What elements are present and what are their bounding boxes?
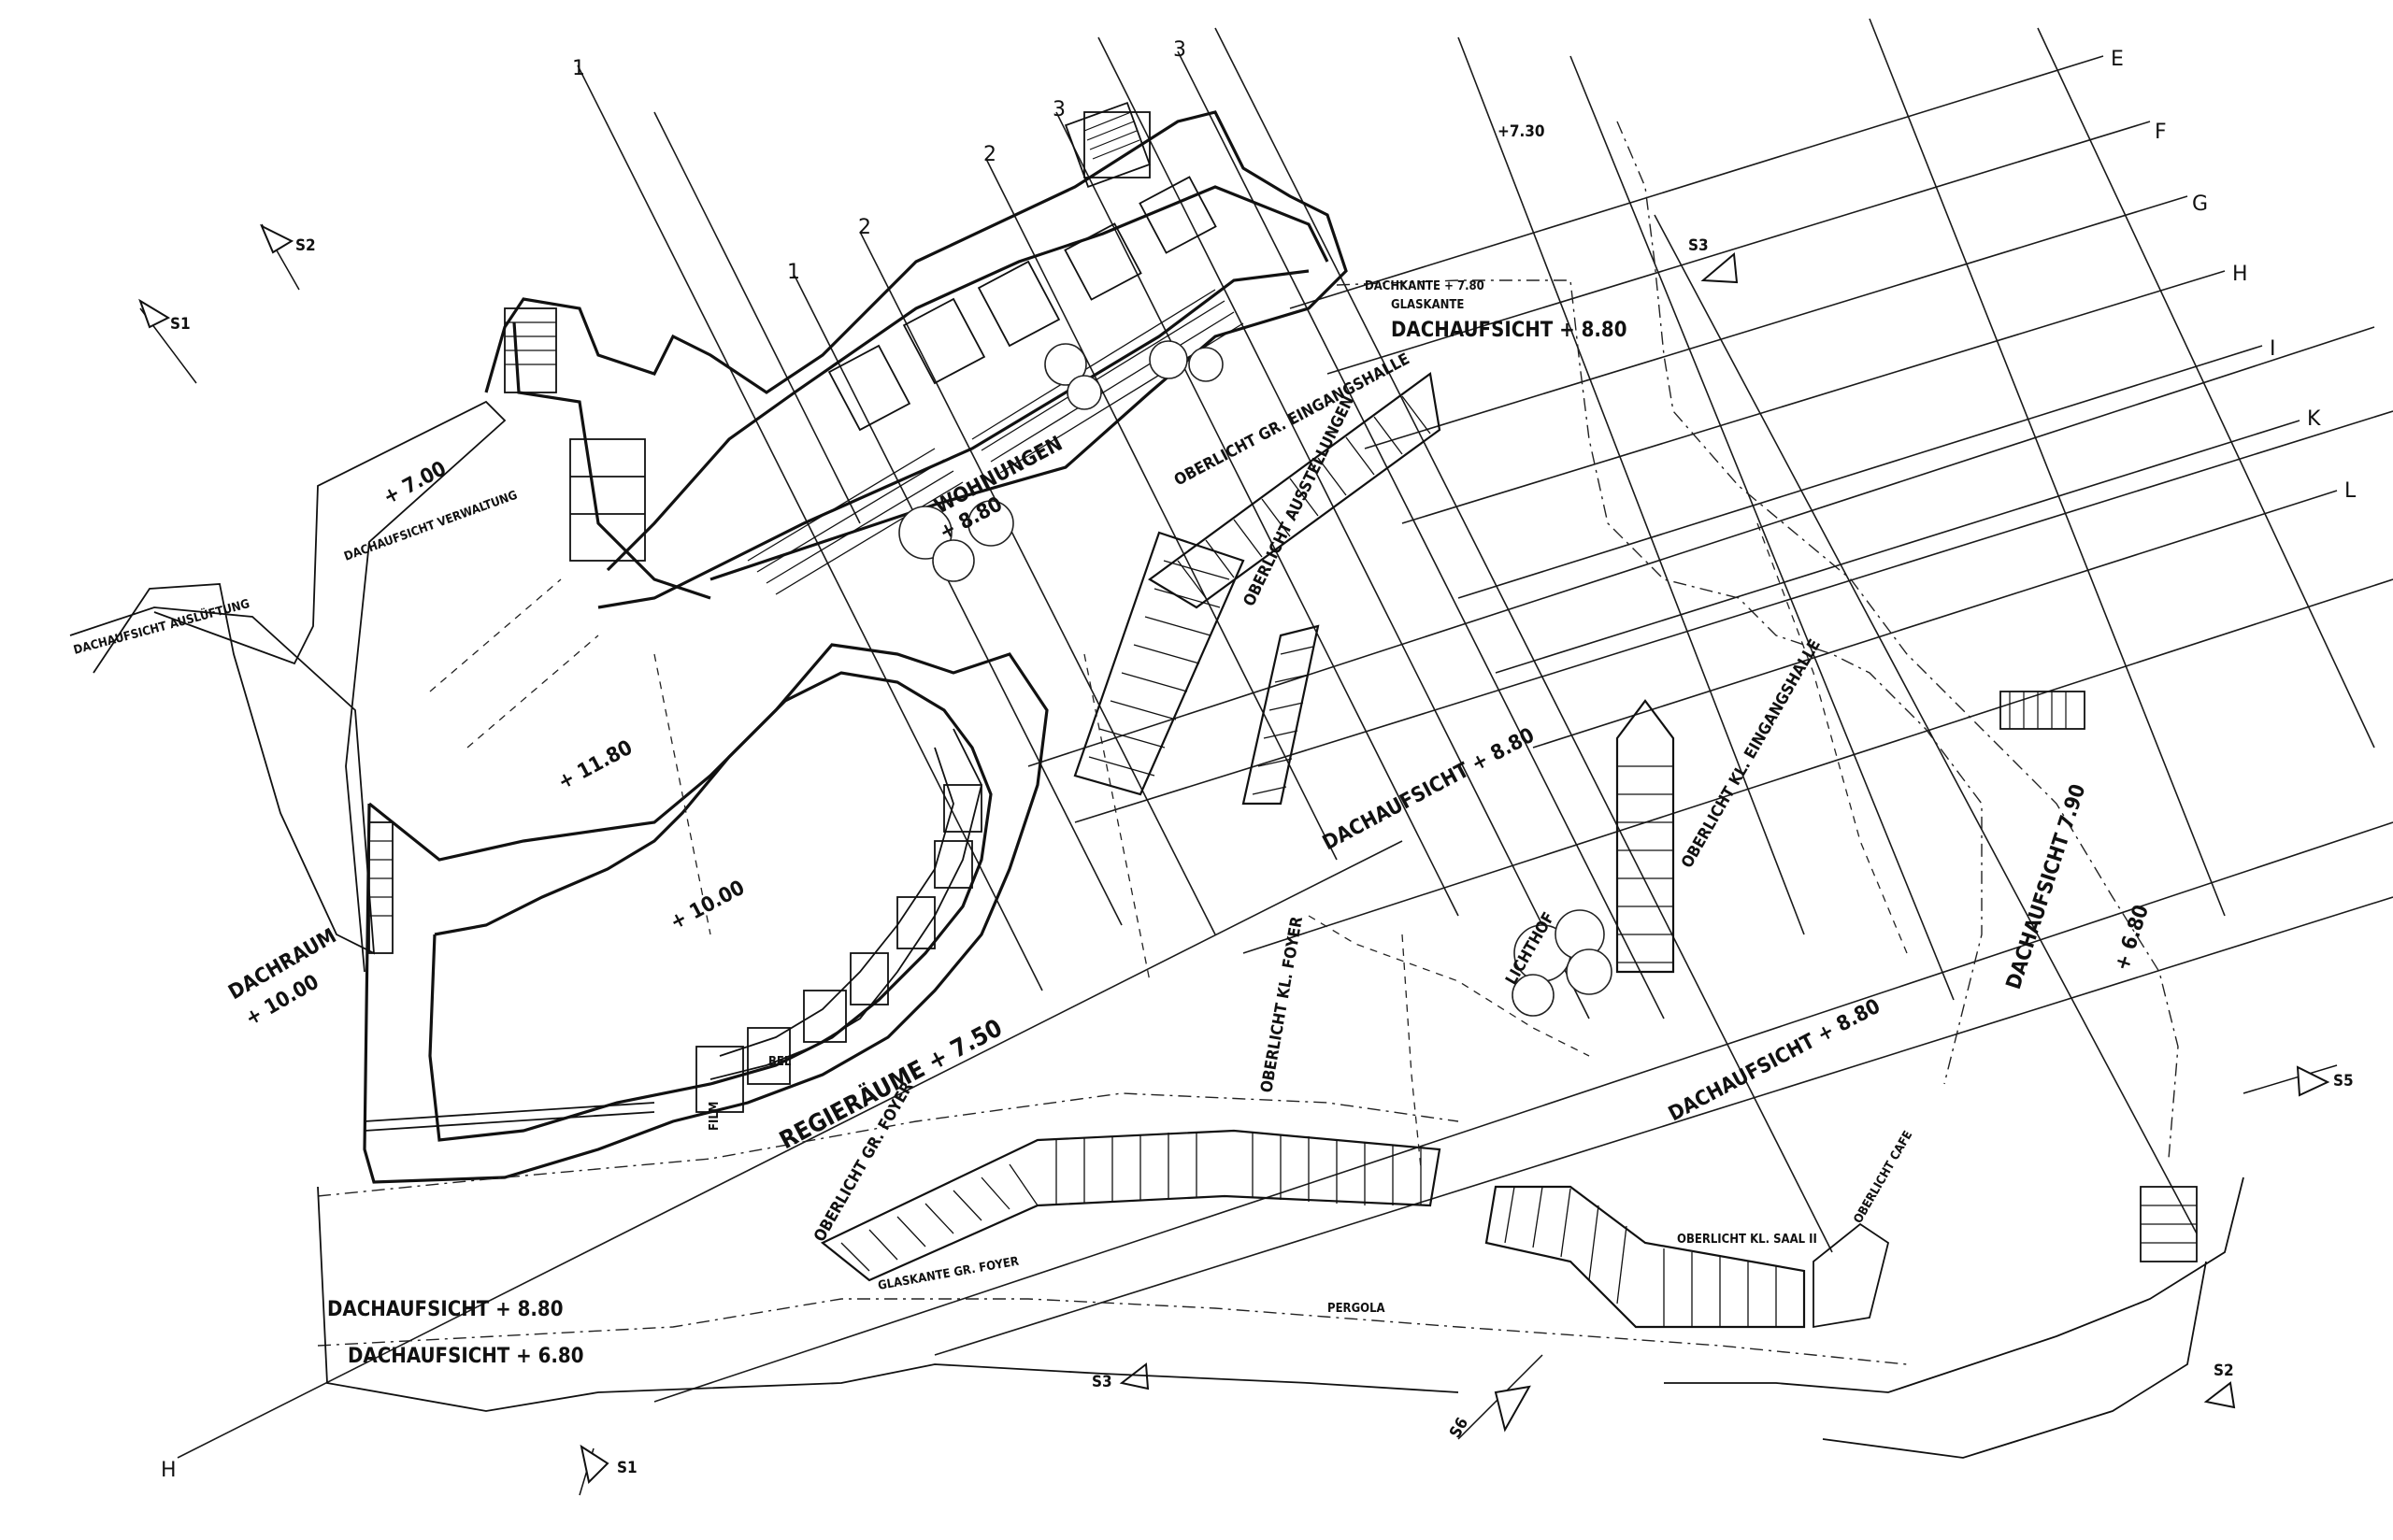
axis-F: F <box>2155 121 2167 144</box>
section-mark-s5: S5 <box>2243 1064 2354 1097</box>
dachaufsicht-ausluftung: DACHAUFSICHT AUSLÜFTUNG <box>72 596 251 658</box>
dachaufsicht-right-label: DACHAUFSICHT 7.90 <box>2002 781 2091 992</box>
skylights <box>820 111 2198 1329</box>
axis-E: E <box>2111 48 2124 71</box>
svg-text:S1: S1 <box>617 1459 638 1477</box>
axis-2: 2 <box>858 216 871 239</box>
axis-1: 1 <box>572 57 585 80</box>
svg-text:S1: S1 <box>170 315 191 334</box>
svg-text:S2: S2 <box>295 236 316 255</box>
svg-text:S2: S2 <box>2214 1362 2234 1380</box>
level-730: +7.30 <box>1497 122 1545 141</box>
axis-3: 3 <box>1053 98 1066 121</box>
oberlicht-kl-foyer: OBERLICHT KL. FOYER <box>1257 915 1307 1094</box>
dachkante-label: DACHKANTE + 7.80 <box>1365 279 1484 293</box>
dachaufsicht-top-label: DACHAUFSICHT + 8.80 <box>1391 319 1626 342</box>
dachaufsicht-verwaltung: DACHAUFSICHT VERWALTUNG <box>342 489 519 564</box>
axis-K: K <box>2307 407 2321 431</box>
level-680-right: + 6.80 <box>2111 902 2154 973</box>
level-1180: + 11.80 <box>554 736 637 794</box>
axis-H: H <box>2232 263 2248 286</box>
roof-edges <box>317 121 2244 1459</box>
section-mark-s6: S6 <box>1446 1354 1543 1442</box>
axis-L: L <box>2344 479 2357 503</box>
axis-I: I <box>2270 337 2276 361</box>
wohnungen-block <box>504 101 1329 609</box>
section-mark-s3-bottom: S3 <box>1092 1362 1150 1391</box>
section-mark-s1-bottom: S1 <box>579 1444 638 1496</box>
axis-2-1: 2 <box>983 143 996 166</box>
dachaufsicht-center-label: DACHAUFSICHT + 8.80 <box>1665 995 1884 1127</box>
axis-H-lower: H <box>161 1459 177 1482</box>
level-1000: + 10.00 <box>666 877 749 934</box>
curved-stage-block <box>363 578 1049 1184</box>
axis-1-1: 1 <box>787 261 800 284</box>
dachaufsicht-mid-label: DACHAUFSICHT + 8.80 <box>1319 724 1539 856</box>
bel-label: BEL <box>768 1055 792 1069</box>
structural-grid <box>177 18 2393 1459</box>
section-mark-s2-top: S2 <box>260 223 316 291</box>
oberlicht-kl-eingangshalle: OBERLICHT KL. EINGANGSHALLE <box>1678 636 1825 872</box>
film-label: FILM <box>708 1102 722 1131</box>
section-mark-s3-top: S3 <box>1688 236 1739 284</box>
grid-axis-labels: 1 1 2 2 3 3 E F G H I K L H <box>161 38 2357 1482</box>
left-wing-outline <box>69 110 1348 973</box>
section-mark-s1-top: S1 <box>138 298 197 384</box>
axis-3-1: 3 <box>1173 38 1186 62</box>
glaskante-label: GLASKANTE <box>1391 298 1464 312</box>
section-mark-s2-bottom: S2 <box>2203 1362 2236 1409</box>
dachaufsicht-bottom-680: DACHAUFSICHT + 6.80 <box>348 1345 583 1368</box>
svg-text:S3: S3 <box>1688 236 1709 255</box>
section-marks: S1 S2 S3 S1 S3 S6 S2 <box>138 223 2354 1496</box>
svg-text:S6: S6 <box>1446 1415 1472 1442</box>
svg-text:S5: S5 <box>2333 1072 2354 1091</box>
oberlicht-cafe: OBERLICHT CAFE <box>1851 1129 1915 1226</box>
svg-text:S3: S3 <box>1092 1373 1112 1391</box>
lichthof-trees <box>1512 909 1612 1017</box>
pergola-label: PERGOLA <box>1327 1302 1385 1316</box>
oberlicht-kl-saal: OBERLICHT KL. SAAL II <box>1677 1233 1817 1247</box>
axis-G: G <box>2192 192 2208 216</box>
dachaufsicht-bottom-880: DACHAUFSICHT + 8.80 <box>327 1298 563 1321</box>
